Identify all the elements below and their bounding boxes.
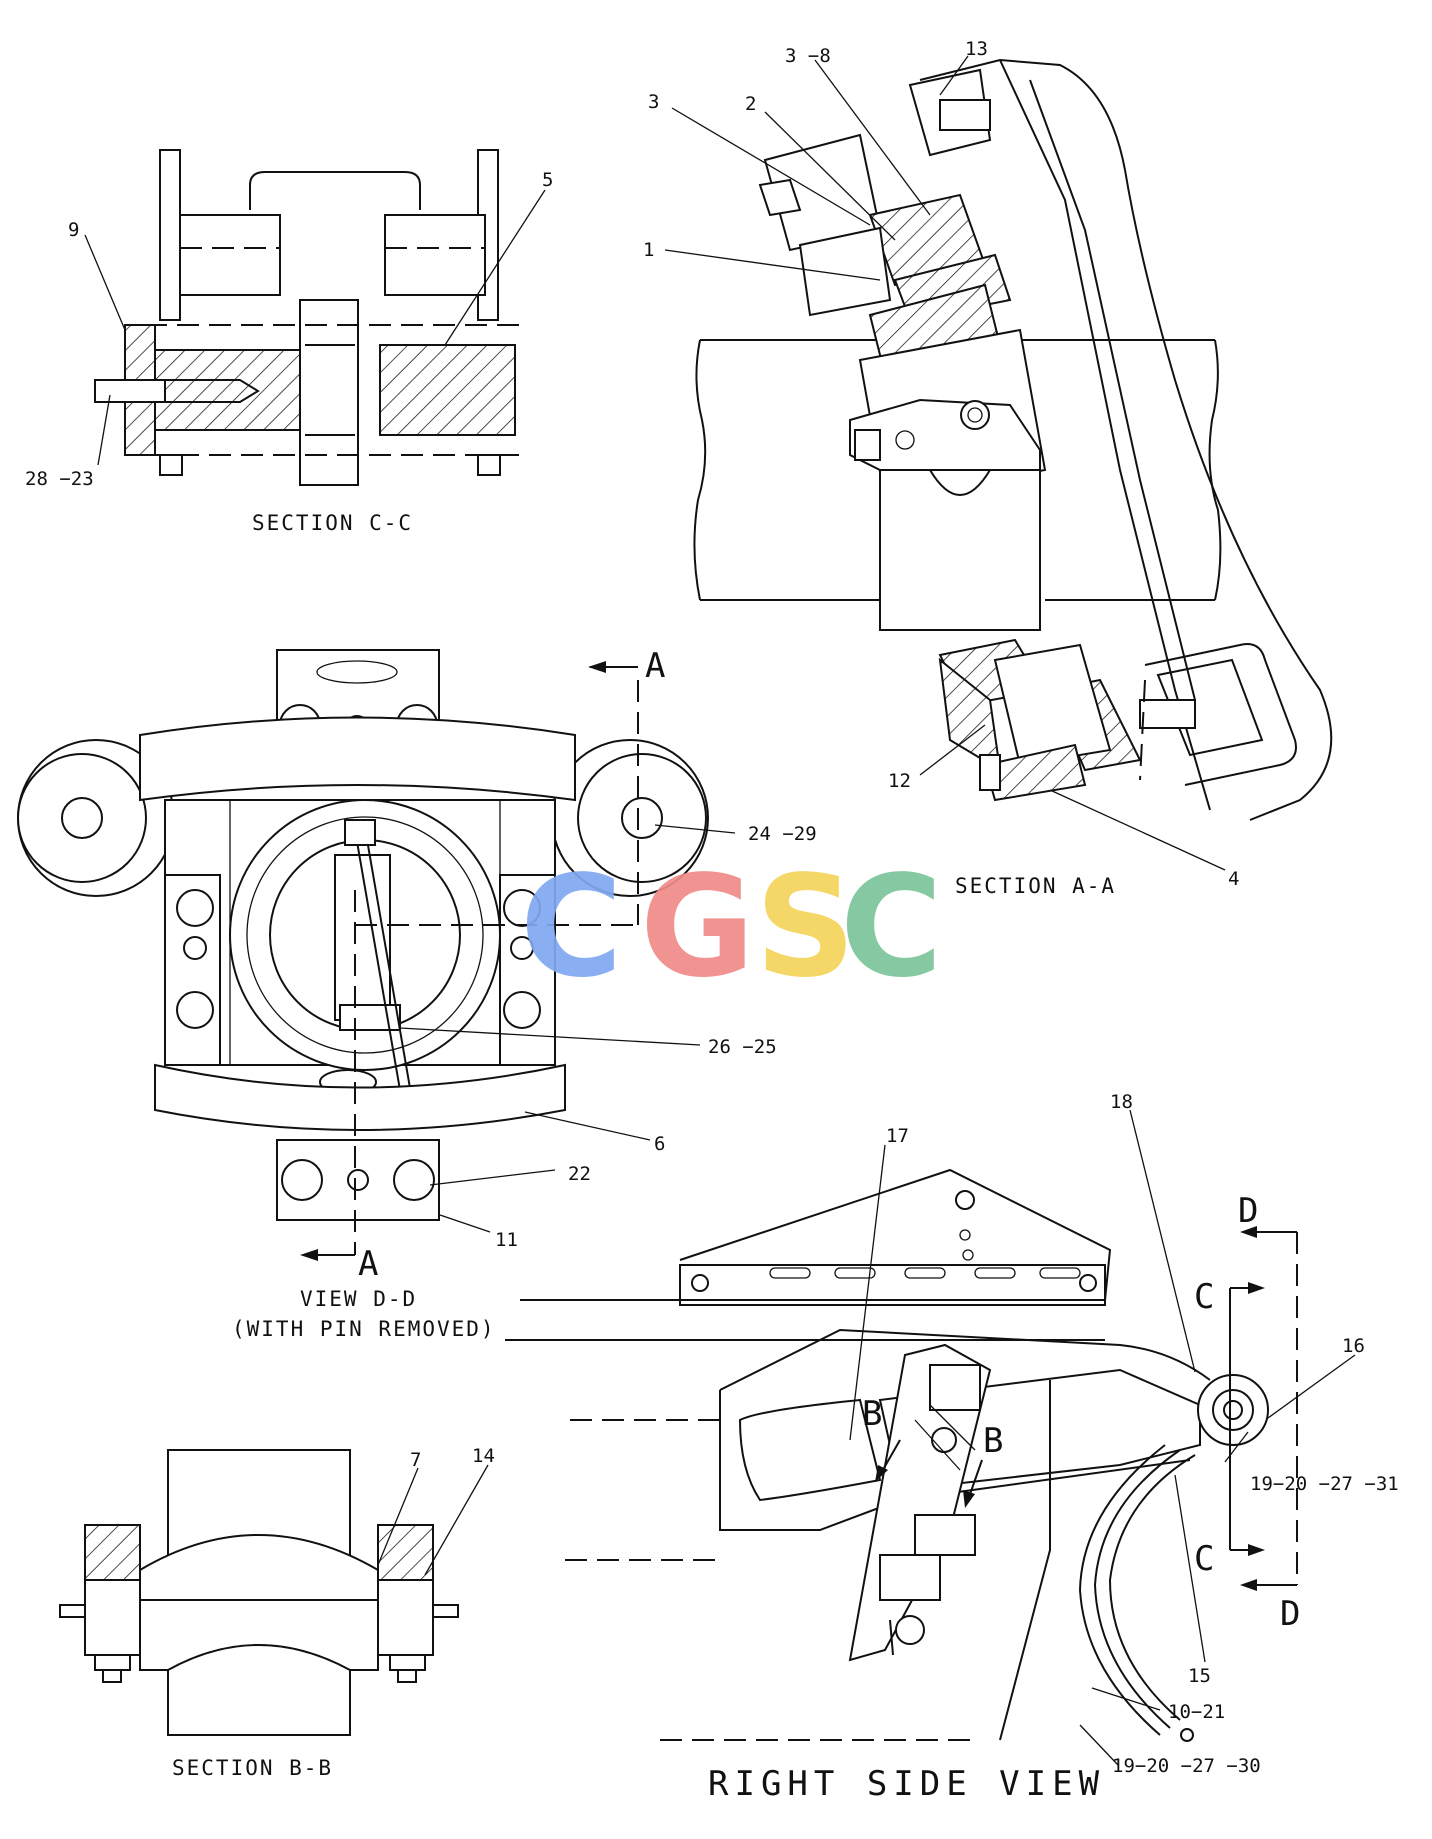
right-side-view-drawing [505,1168,1298,1742]
callout-16: 16 [1342,1335,1365,1357]
cut-letter-c-bottom: C [1194,1539,1214,1579]
section-bb-title: SECTION B-B [172,1756,333,1780]
callout-12: 12 [888,770,911,792]
callout-4: 4 [1228,868,1239,890]
callout-6: 6 [654,1133,665,1155]
callout-11: 11 [495,1229,518,1251]
view-dd-drawing [17,649,709,1261]
callout-9: 9 [68,219,79,241]
callout-19-20-27-31: 19−20 −27 −31 [1250,1473,1399,1495]
right-side-view-leaders [849,1109,1356,1766]
cut-letter-c-top: C [1194,1277,1214,1317]
callout-19-20-27-30: 19−20 −27 −30 [1112,1755,1261,1777]
callout-2: 2 [745,93,756,115]
section-aa-drawing [693,58,1333,821]
cut-letter-d-bottom: D [1280,1594,1300,1634]
callout-3-8: 3 −8 [785,45,831,67]
section-bb-drawing [59,1449,459,1736]
callout-26-25: 26 −25 [708,1036,777,1058]
callout-5: 5 [542,169,553,191]
cut-letter-b-right: B [983,1421,1003,1461]
callout-1: 1 [643,239,654,261]
cut-letter-d-top: D [1238,1191,1258,1231]
section-bb-leaders [377,1464,489,1576]
watermark-letter-c2: C [840,846,943,1009]
right-side-view-title: RIGHT SIDE VIEW [708,1764,1105,1804]
callout-13: 13 [965,38,988,60]
section-aa-title: SECTION A-A [955,874,1116,898]
callout-17: 17 [886,1125,909,1147]
callout-3: 3 [648,91,659,113]
view-dd-cut-letter-top: A [645,646,665,686]
watermark-letter-s: S [755,846,856,1009]
callout-28-23: 28 −23 [25,468,94,490]
view-dd-subtitle: (WITH PIN REMOVED) [232,1317,496,1341]
callout-10-21: 10−21 [1168,1701,1225,1723]
section-cc-drawing [94,149,520,486]
view-dd-cut-letter-bottom: A [358,1244,378,1284]
callout-22: 22 [568,1163,591,1185]
callout-14: 14 [472,1445,495,1467]
view-dd-title: VIEW D-D [300,1287,417,1311]
section-cc-leaders [84,189,546,466]
section-cc-title: SECTION C-C [252,511,413,535]
cgsc-watermark-logo: C G S C [520,846,943,1009]
callout-18: 18 [1110,1091,1133,1113]
callout-15: 15 [1188,1665,1211,1687]
section-aa-leaders [664,55,1226,871]
cut-letter-b-left: B [862,1394,882,1434]
callout-24-29: 24 −29 [748,823,817,845]
view-dd-leaders [399,824,736,1233]
callout-7: 7 [410,1449,421,1471]
watermark-letter-g: G [640,846,755,1009]
watermark-letter-c1: C [520,846,623,1009]
